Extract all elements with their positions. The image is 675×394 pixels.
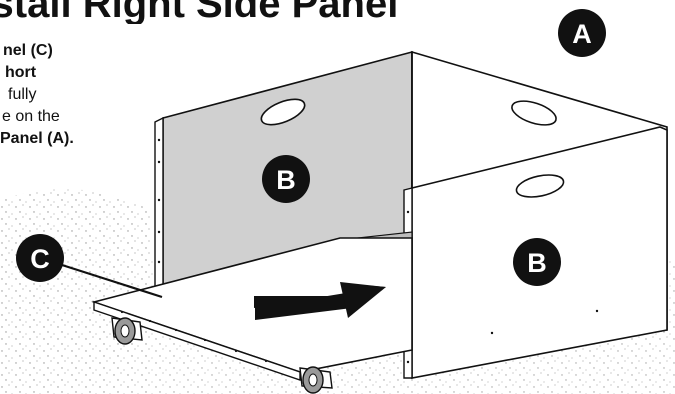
badge-a-label: A xyxy=(572,19,592,49)
badge-b-back-label: B xyxy=(276,165,296,195)
badge-a: A xyxy=(558,9,606,57)
badge-c-label: C xyxy=(30,244,50,274)
badge-b-front: B xyxy=(513,238,561,286)
badge-c: C xyxy=(16,234,64,282)
badge-b-back: B xyxy=(262,155,310,203)
badge-b-front-label: B xyxy=(527,248,547,278)
